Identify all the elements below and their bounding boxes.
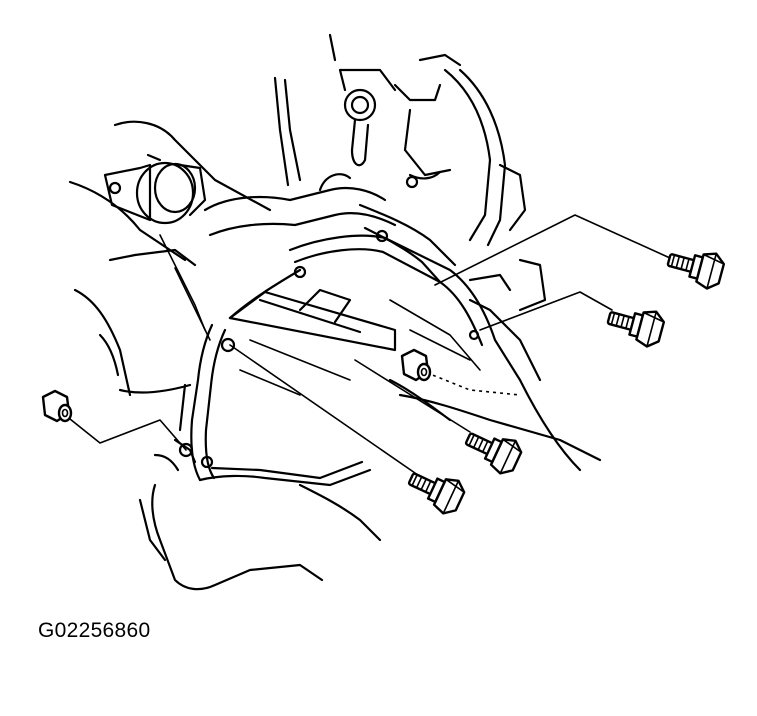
coolant-hoses	[203, 68, 507, 284]
upper-engine-components	[328, 33, 547, 312]
nut-center	[400, 348, 432, 382]
transmission-case	[138, 298, 602, 591]
bolt-upper-right	[666, 252, 726, 290]
engine-block-outline	[68, 120, 272, 397]
leader-lines	[64, 214, 671, 474]
thermostat-housing	[103, 153, 207, 225]
bolt-upper-middle	[606, 310, 666, 348]
figure-id-label: G02256860	[38, 619, 151, 642]
nut-left	[41, 389, 73, 423]
bolt-lower	[407, 472, 466, 515]
bolt-center	[464, 432, 523, 475]
